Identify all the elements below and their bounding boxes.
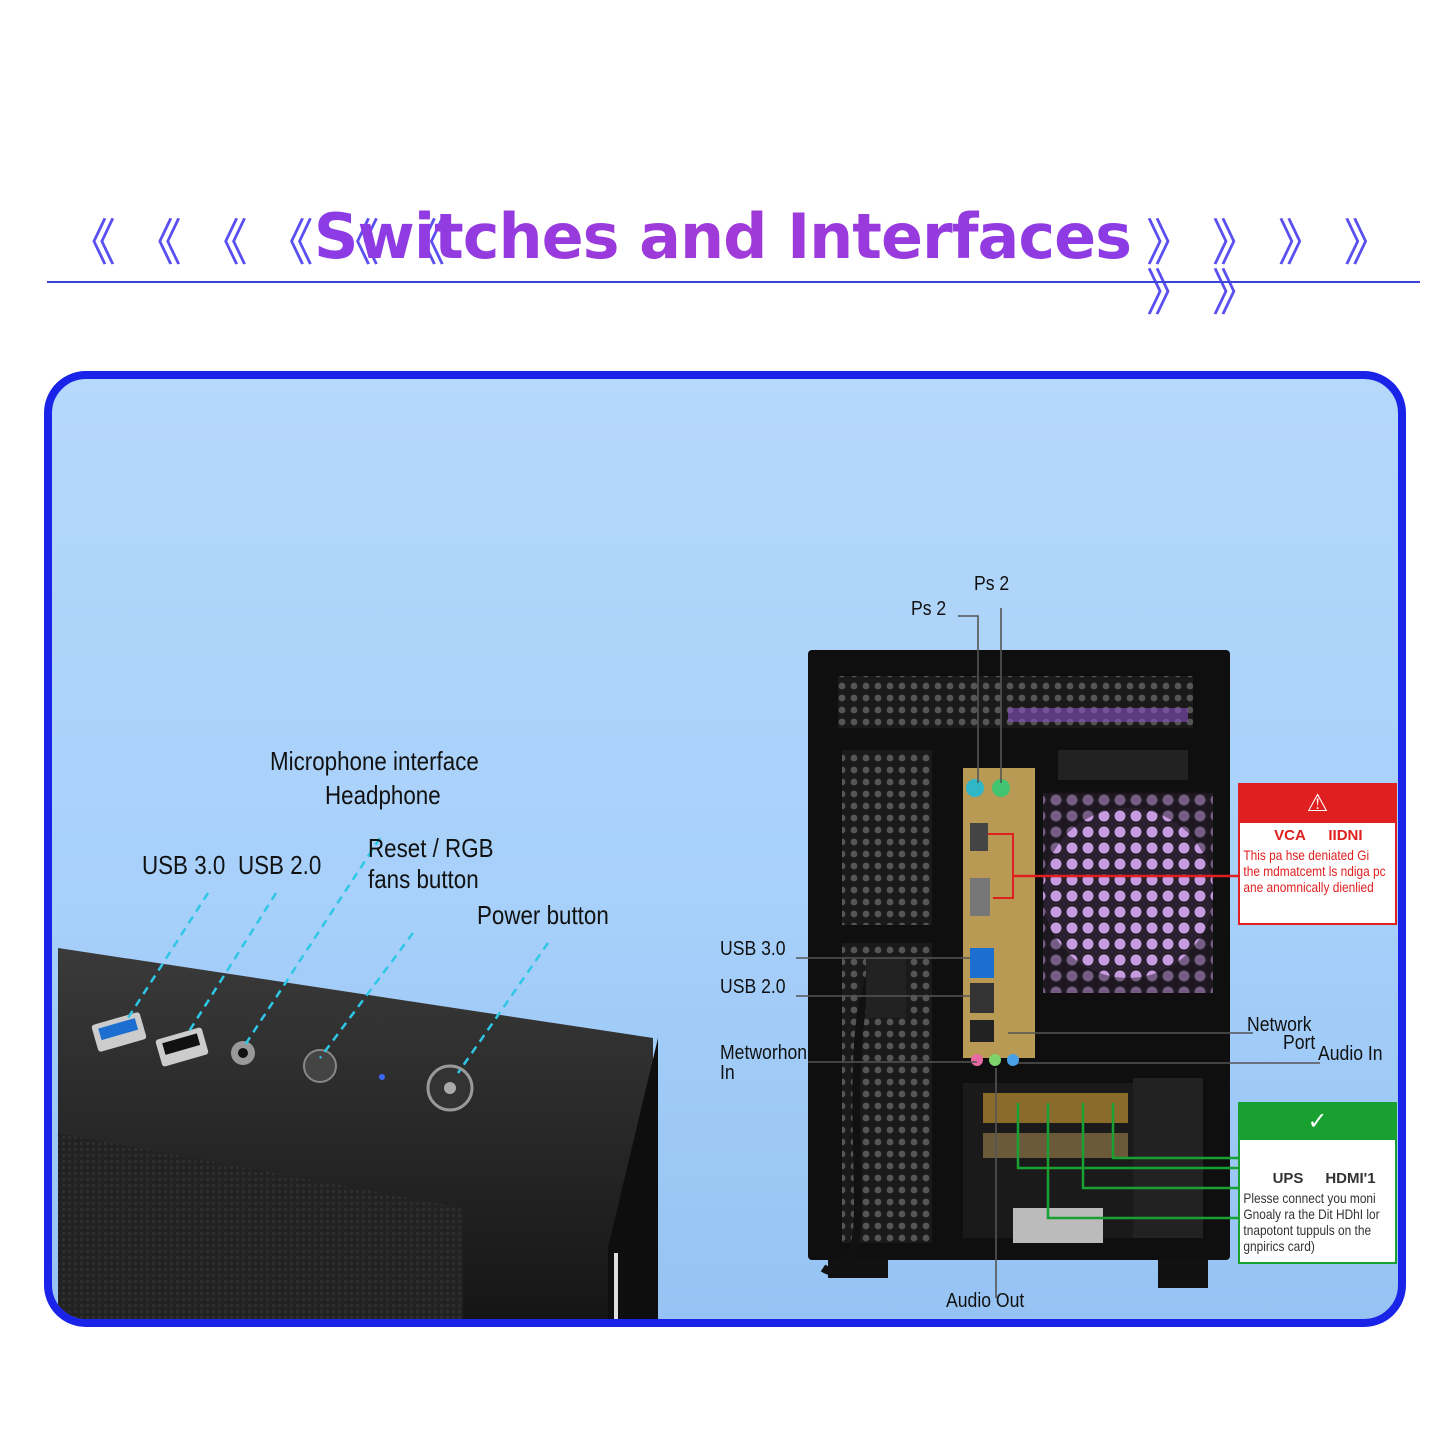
microphone-label: Microphone interface xyxy=(270,746,479,776)
rear-leaders xyxy=(796,608,1320,1298)
vga-port-label: VCA xyxy=(1274,827,1306,844)
title-underline xyxy=(47,281,1420,283)
audio-in-label: Audio In xyxy=(1318,1043,1383,1065)
warning-icon: ⚠ xyxy=(1240,785,1395,823)
headphone-label: Headphone xyxy=(325,780,441,810)
check-icon: ✓ xyxy=(1240,1104,1395,1140)
rear-case xyxy=(808,650,1230,1288)
front-case xyxy=(58,948,658,1319)
product-panel xyxy=(44,371,1406,1327)
warning-text-line1: This pa hse deniated Gi xyxy=(1243,847,1370,863)
network-port-label-line2: Port xyxy=(1283,1032,1316,1054)
front-usb20-label: USB 2.0 xyxy=(238,850,322,880)
ok-text-line4: gnpirics card) xyxy=(1243,1238,1315,1254)
product-illustration xyxy=(58,608,1320,1319)
audio-out-label: Audio Out xyxy=(946,1290,1025,1312)
page-title: Switches and Interfaces xyxy=(0,200,1445,273)
integrated-graphics-warning: ⚠ VCA IIDNI This pa hse deniated Gi the … xyxy=(1238,783,1397,925)
front-usb30-label: USB 3.0 xyxy=(142,850,226,880)
warning-text-line2: the mdmatcemt ls ndiga pc xyxy=(1243,863,1386,879)
front-leaders xyxy=(126,837,550,1074)
mic-in-label-line1: Metworhon xyxy=(720,1042,808,1064)
power-button-label: Power button xyxy=(477,900,609,930)
ups-port-label: UPS xyxy=(1272,1170,1304,1187)
ok-text-line3: tnapotont tuppuls on the xyxy=(1243,1222,1372,1238)
reset-label-line2: fans button xyxy=(368,864,479,894)
left-chevrons: 《 《 《 《 《 《 xyxy=(66,218,445,268)
mic-in-label-line2: In xyxy=(720,1062,735,1084)
hdmi-port-label: IIDNI xyxy=(1328,827,1363,844)
ps2-left-label: Ps 2 xyxy=(911,598,947,620)
rear-usb20-label: USB 2.0 xyxy=(720,976,786,998)
reset-label-line1: Reset / RGB xyxy=(368,833,494,863)
ok-text-line2: Gnoaly ra the Dit HDhI lor xyxy=(1243,1206,1380,1222)
rear-usb30-label: USB 3.0 xyxy=(720,938,786,960)
network-port-label-line1: Network xyxy=(1247,1014,1312,1036)
ps2-right-label: Ps 2 xyxy=(974,573,1010,595)
right-chevrons: 》 》 》 》 》 》 xyxy=(1146,214,1394,322)
dedicated-graphics-notice: ✓ UPS HDMI'1 Plesse connect you moni Gno… xyxy=(1238,1102,1397,1264)
ok-text-line1: Plesse connect you moni xyxy=(1243,1190,1376,1206)
hdmi1-port-label: HDMI'1 xyxy=(1325,1170,1376,1187)
warning-text-line3: ane anomnically dienlied xyxy=(1243,879,1374,895)
